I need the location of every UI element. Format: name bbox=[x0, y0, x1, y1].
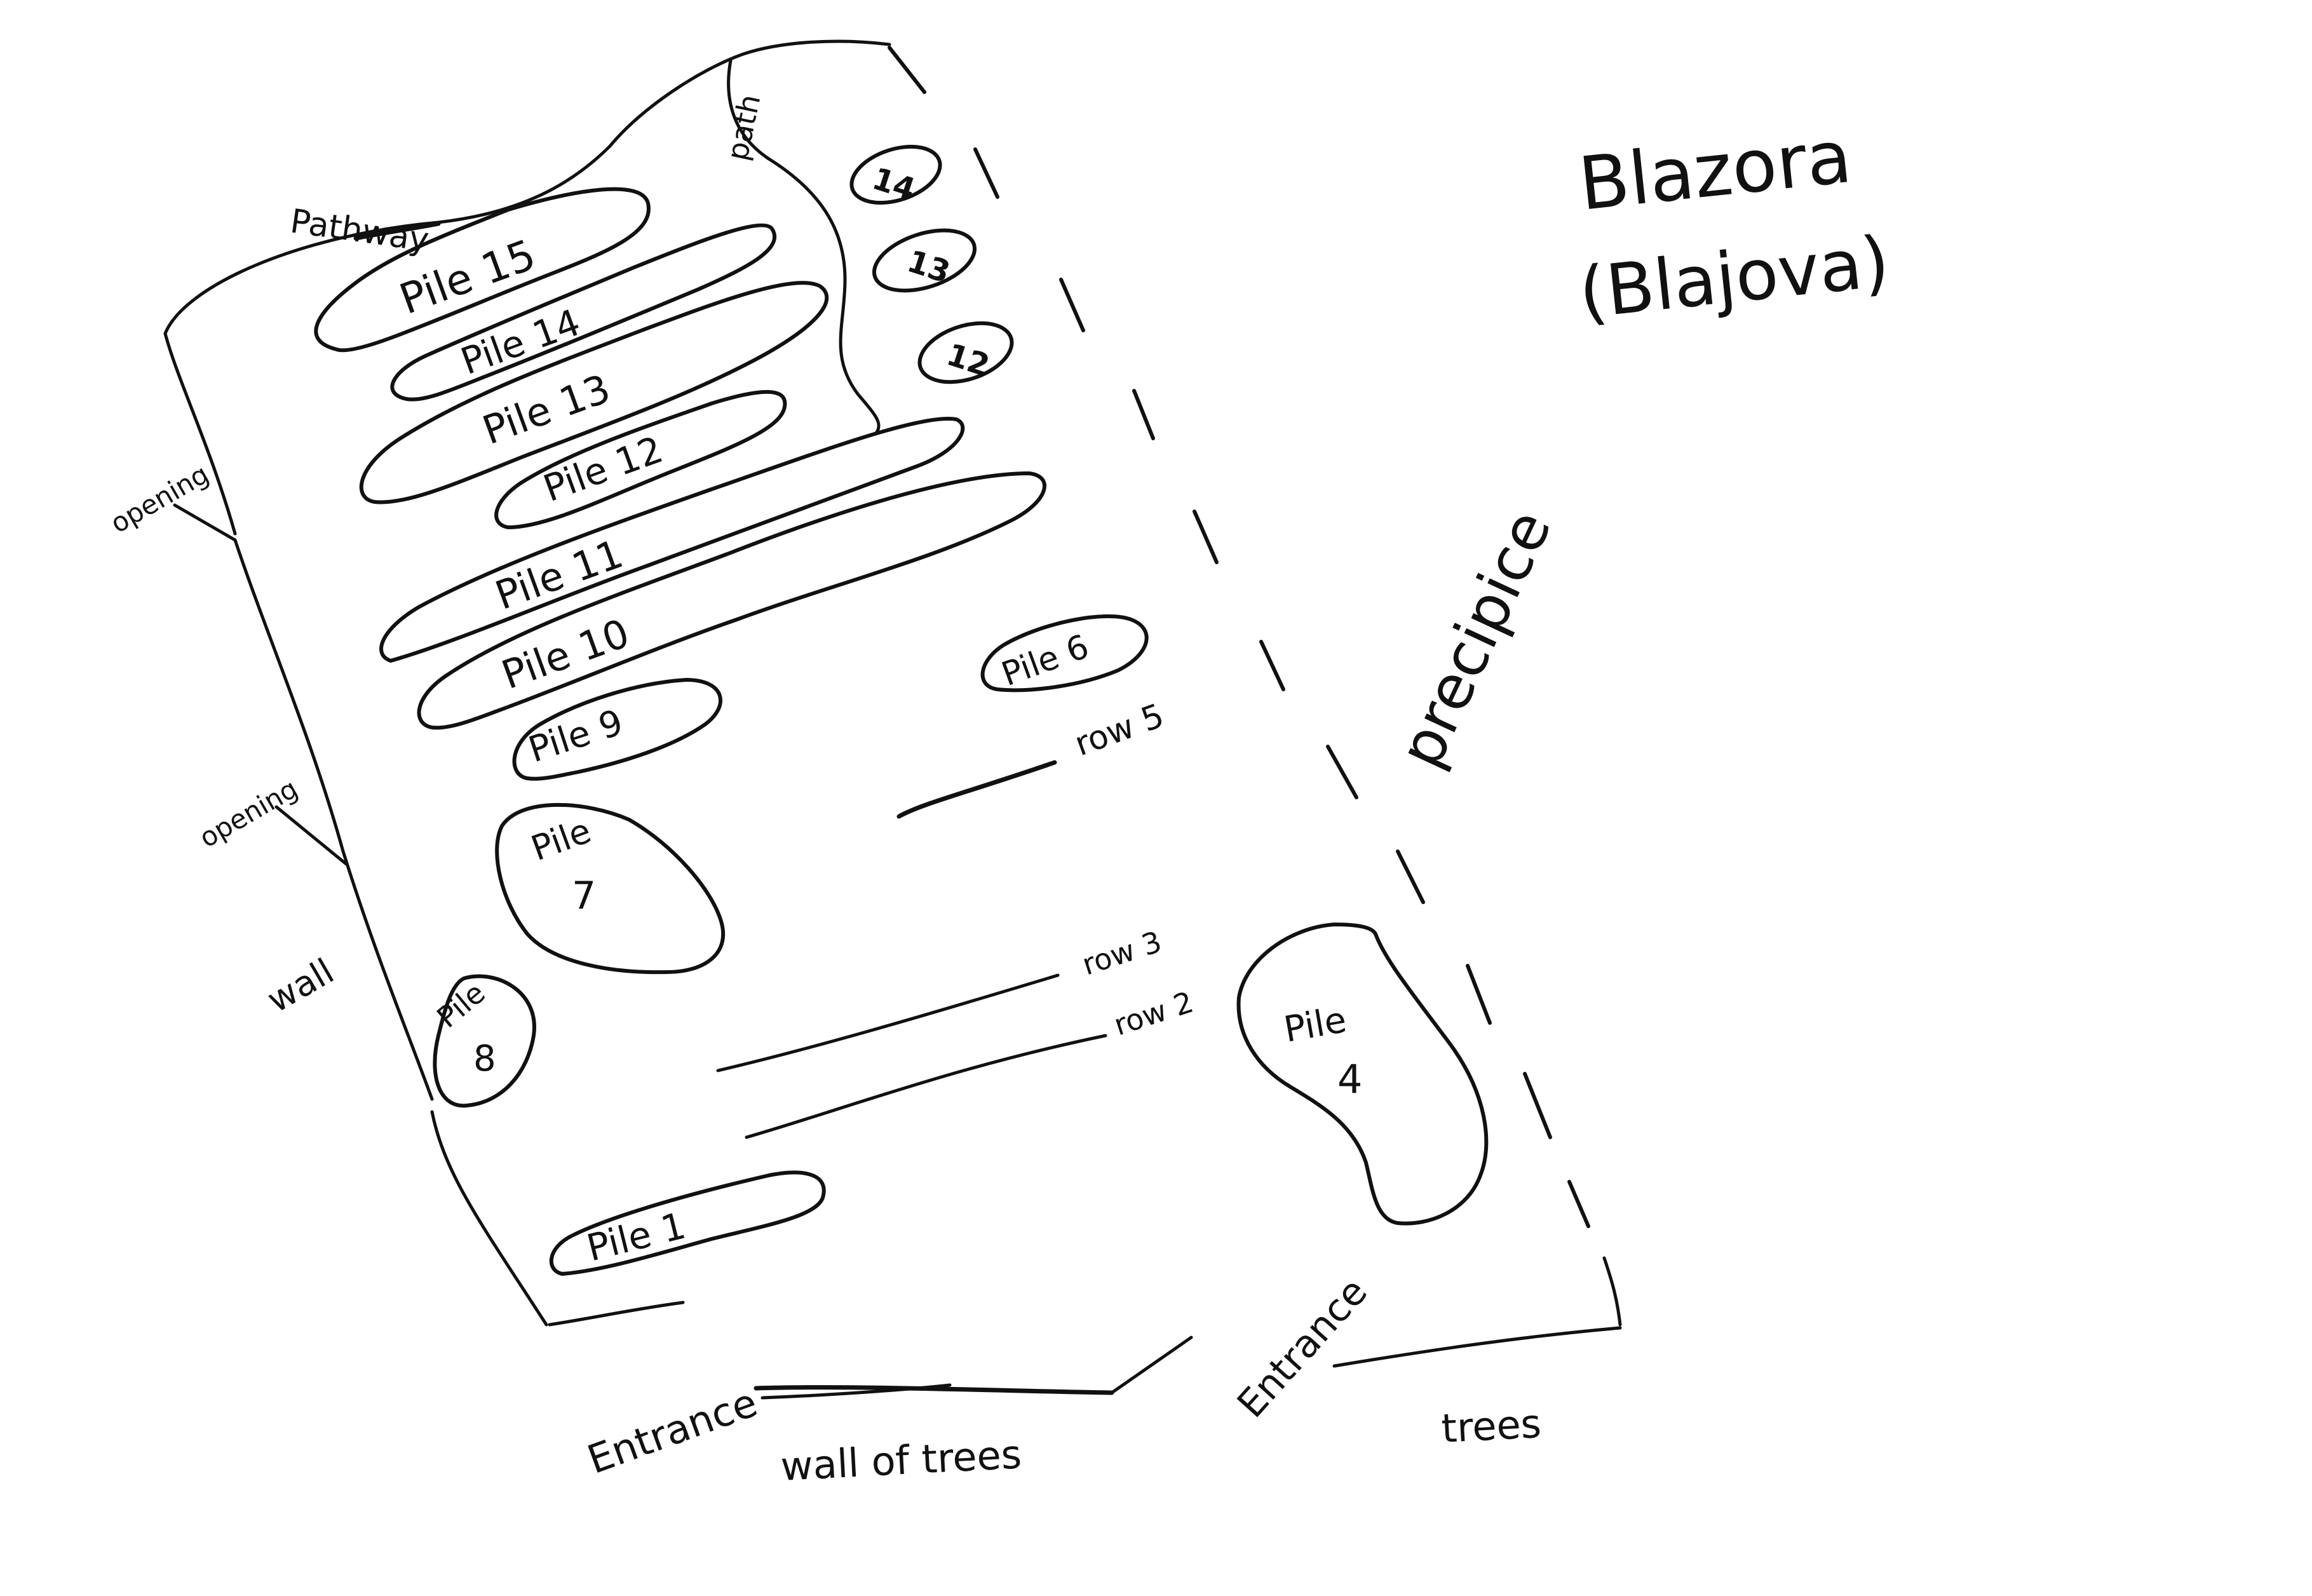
pile-10 bbox=[417, 471, 1046, 730]
site-boundary-top bbox=[163, 39, 891, 335]
opening-marker-upper bbox=[173, 503, 237, 542]
site-boundary-bottom-left bbox=[548, 1301, 685, 1327]
site-boundary-left-bottom bbox=[430, 1110, 548, 1327]
pile-8 bbox=[433, 974, 536, 1108]
entrance-gap-line bbox=[1110, 1336, 1193, 1395]
pile-4 bbox=[1236, 922, 1489, 1226]
map-title: Blazora bbox=[1575, 114, 1855, 227]
trees-boundary-line bbox=[1332, 1326, 1622, 1368]
row-2-line bbox=[745, 1034, 1107, 1139]
inner-path-line bbox=[727, 58, 881, 434]
pile-13 bbox=[359, 281, 829, 504]
marker-13 bbox=[872, 228, 977, 293]
pile-15 bbox=[314, 187, 651, 353]
site-boundary-right-corner bbox=[1602, 1256, 1622, 1327]
pile-12 bbox=[494, 389, 787, 530]
row-2-label: row 2 bbox=[1110, 985, 1198, 1043]
marker-12 bbox=[917, 321, 1014, 384]
pile-11 bbox=[379, 417, 965, 663]
precipice-dashed-line bbox=[888, 46, 1590, 1228]
pile-8-label-number: 8 bbox=[473, 1038, 496, 1079]
pile-1 bbox=[549, 1170, 826, 1276]
opening-label-lower: opening bbox=[194, 773, 304, 853]
opening-marker-lower bbox=[274, 805, 348, 866]
pile-14 bbox=[390, 223, 777, 402]
precipice-label: precipice bbox=[1386, 500, 1565, 778]
pathway-edge bbox=[353, 221, 441, 241]
marker-12-label: 12 bbox=[942, 337, 994, 384]
marker-13-label: 13 bbox=[903, 243, 954, 290]
pile-7-label-word: Pile bbox=[526, 811, 596, 869]
pile-13-label: Pile 13 bbox=[477, 365, 616, 454]
pile-9 bbox=[512, 677, 722, 781]
site-boundary-left-top bbox=[163, 332, 237, 536]
pile-14-label: Pile 14 bbox=[456, 301, 586, 383]
marker-14 bbox=[849, 144, 942, 205]
map-subtitle: (Blajova) bbox=[1575, 220, 1893, 334]
row-3-line bbox=[716, 973, 1060, 1072]
pathway-label: Pathway bbox=[288, 202, 431, 259]
wall-of-trees-line bbox=[754, 1385, 1114, 1395]
pile-9-label: Pile 9 bbox=[524, 702, 628, 771]
pile-7 bbox=[495, 802, 726, 975]
opening-label-upper: opening bbox=[105, 458, 215, 539]
site-boundary-left-wall bbox=[233, 538, 434, 1101]
entrance-label-left: Entrance bbox=[581, 1379, 763, 1483]
wall-of-trees-line-2 bbox=[761, 1383, 952, 1400]
pile-4-label-number: 4 bbox=[1337, 1056, 1362, 1102]
entrance-label-right: Entrance bbox=[1229, 1269, 1376, 1426]
row-5-label: row 5 bbox=[1070, 697, 1169, 764]
pile-4-label-word: Pile bbox=[1281, 999, 1349, 1051]
pile-6 bbox=[980, 614, 1149, 693]
wall-label: wall bbox=[260, 950, 341, 1020]
trees-label: trees bbox=[1440, 1400, 1543, 1452]
pile-7-label-number: 7 bbox=[572, 874, 596, 918]
row-3-label: row 3 bbox=[1078, 924, 1166, 982]
wall-of-trees-label: wall of trees bbox=[780, 1431, 1023, 1490]
row-5-line bbox=[896, 760, 1057, 819]
